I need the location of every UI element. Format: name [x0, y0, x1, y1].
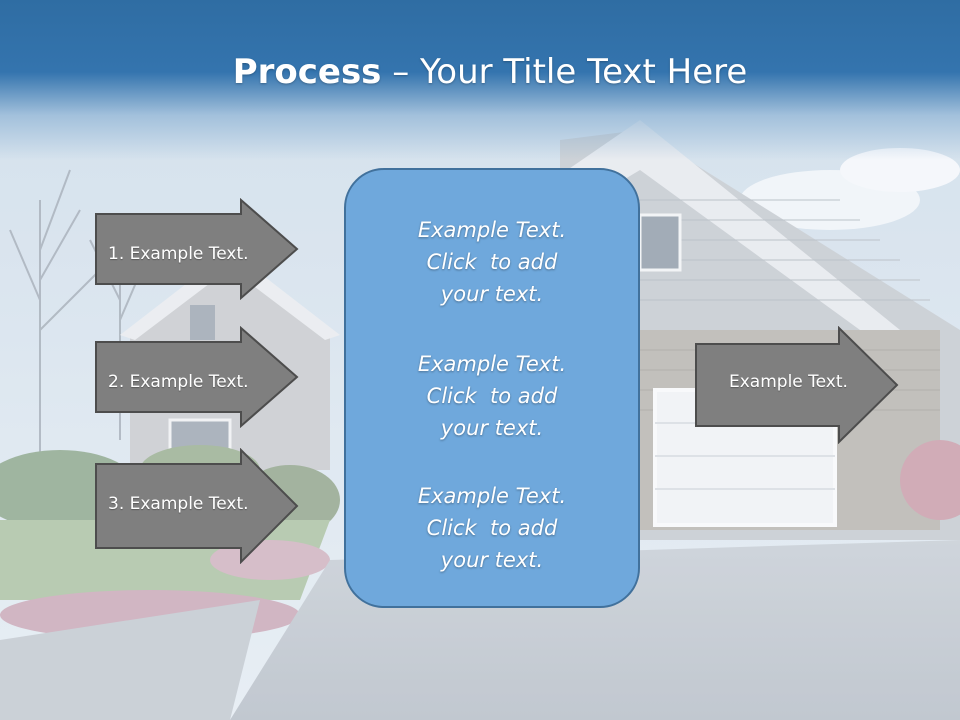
slide-title: Process – Your Title Text Here — [0, 52, 960, 92]
block-1-line-2: Click to add — [426, 250, 558, 274]
title-bold: Process — [232, 52, 382, 92]
title-rest: – Your Title Text Here — [381, 52, 748, 92]
center-text-box[interactable]: Example Text. Click to add your text. Exam… — [344, 168, 640, 608]
arrow-3-shape — [95, 448, 299, 564]
arrow-right-label: Example Text. — [729, 372, 848, 392]
block-3-line-3: your text. — [440, 548, 544, 572]
arrow-3-label: 3. Example Text. — [108, 494, 249, 514]
block-2-line-2: Click to add — [426, 384, 558, 408]
arrow-1-shape — [95, 198, 299, 300]
arrow-1-label: 1. Example Text. — [108, 244, 249, 264]
header-band — [0, 0, 960, 160]
arrow-2-shape — [95, 326, 299, 428]
block-1-line-3: your text. — [440, 282, 544, 306]
center-block-2: Example Text. Click to add your text. — [346, 348, 638, 444]
center-block-1: Example Text. Click to add your text. — [346, 214, 638, 310]
arrow-2-label: 2. Example Text. — [108, 372, 249, 392]
block-3-line-1: Example Text. — [417, 484, 567, 508]
arrow-right-shape — [695, 326, 899, 444]
block-2-line-3: your text. — [440, 416, 544, 440]
block-1-line-1: Example Text. — [417, 218, 567, 242]
block-3-line-2: Click to add — [426, 516, 558, 540]
center-block-3: Example Text. Click to add your text. — [346, 480, 638, 576]
block-2-line-1: Example Text. — [417, 352, 567, 376]
